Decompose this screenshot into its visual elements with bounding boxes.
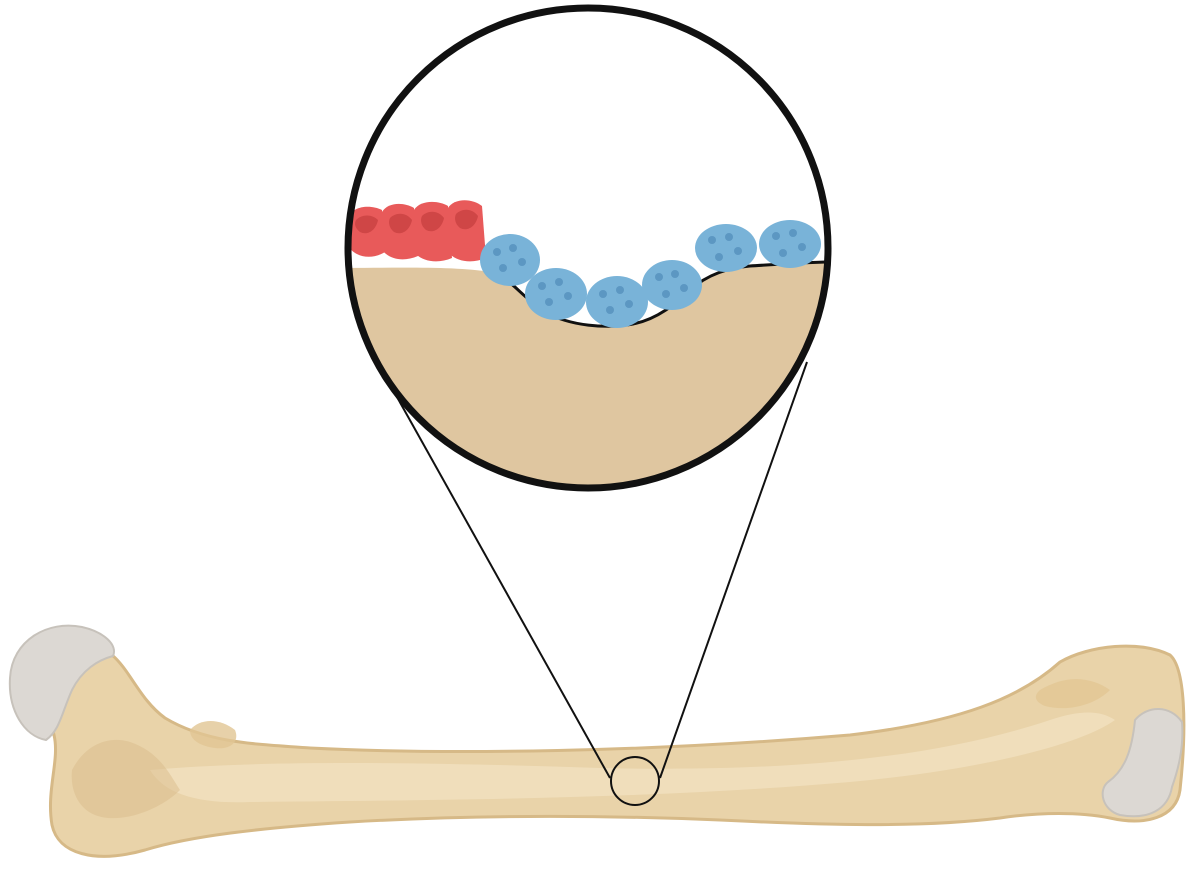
osteoblast-cell-icon	[348, 200, 486, 261]
osteoclast-cell	[642, 260, 702, 310]
osteoclast-cell	[695, 224, 757, 272]
osteoclast-cell	[480, 234, 540, 286]
osteoclast-cell	[586, 276, 648, 328]
osteoblast-cell	[382, 204, 418, 259]
osteoblast-cell	[414, 202, 452, 261]
osteoclast-cell	[759, 220, 821, 268]
osteoblast-cell	[448, 200, 486, 261]
osteoclast-cell	[525, 268, 587, 320]
